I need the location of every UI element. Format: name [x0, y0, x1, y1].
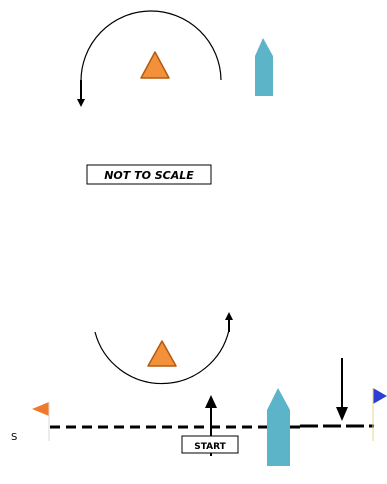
- up-arrow-icon: [225, 312, 233, 320]
- upper-mark-icon: [140, 51, 170, 79]
- left-flag-icon: [32, 402, 50, 441]
- upper-rounding-arc: [80, 10, 222, 83]
- side-mark-label: S: [11, 432, 17, 443]
- right-down-arrow-icon: [336, 407, 348, 421]
- start-up-arrow-icon: [205, 395, 217, 408]
- not-to-scale-box: [86, 164, 212, 185]
- not-to-scale-note: NOT TO SCALE: [86, 164, 212, 185]
- lower-sailboat-icon: [267, 388, 290, 466]
- down-arrow-icon: [77, 99, 85, 107]
- start-box: [181, 435, 239, 454]
- lower-group: S START: [11, 312, 387, 466]
- upper-group: [77, 10, 273, 107]
- start-text: START: [194, 442, 226, 452]
- lower-rounding-arc: [94, 329, 230, 385]
- lower-mark-icon: [147, 340, 177, 367]
- upper-sailboat-icon: [255, 38, 273, 96]
- not-to-scale-text: NOT TO SCALE: [104, 169, 194, 182]
- right-flag-icon: [372, 388, 387, 441]
